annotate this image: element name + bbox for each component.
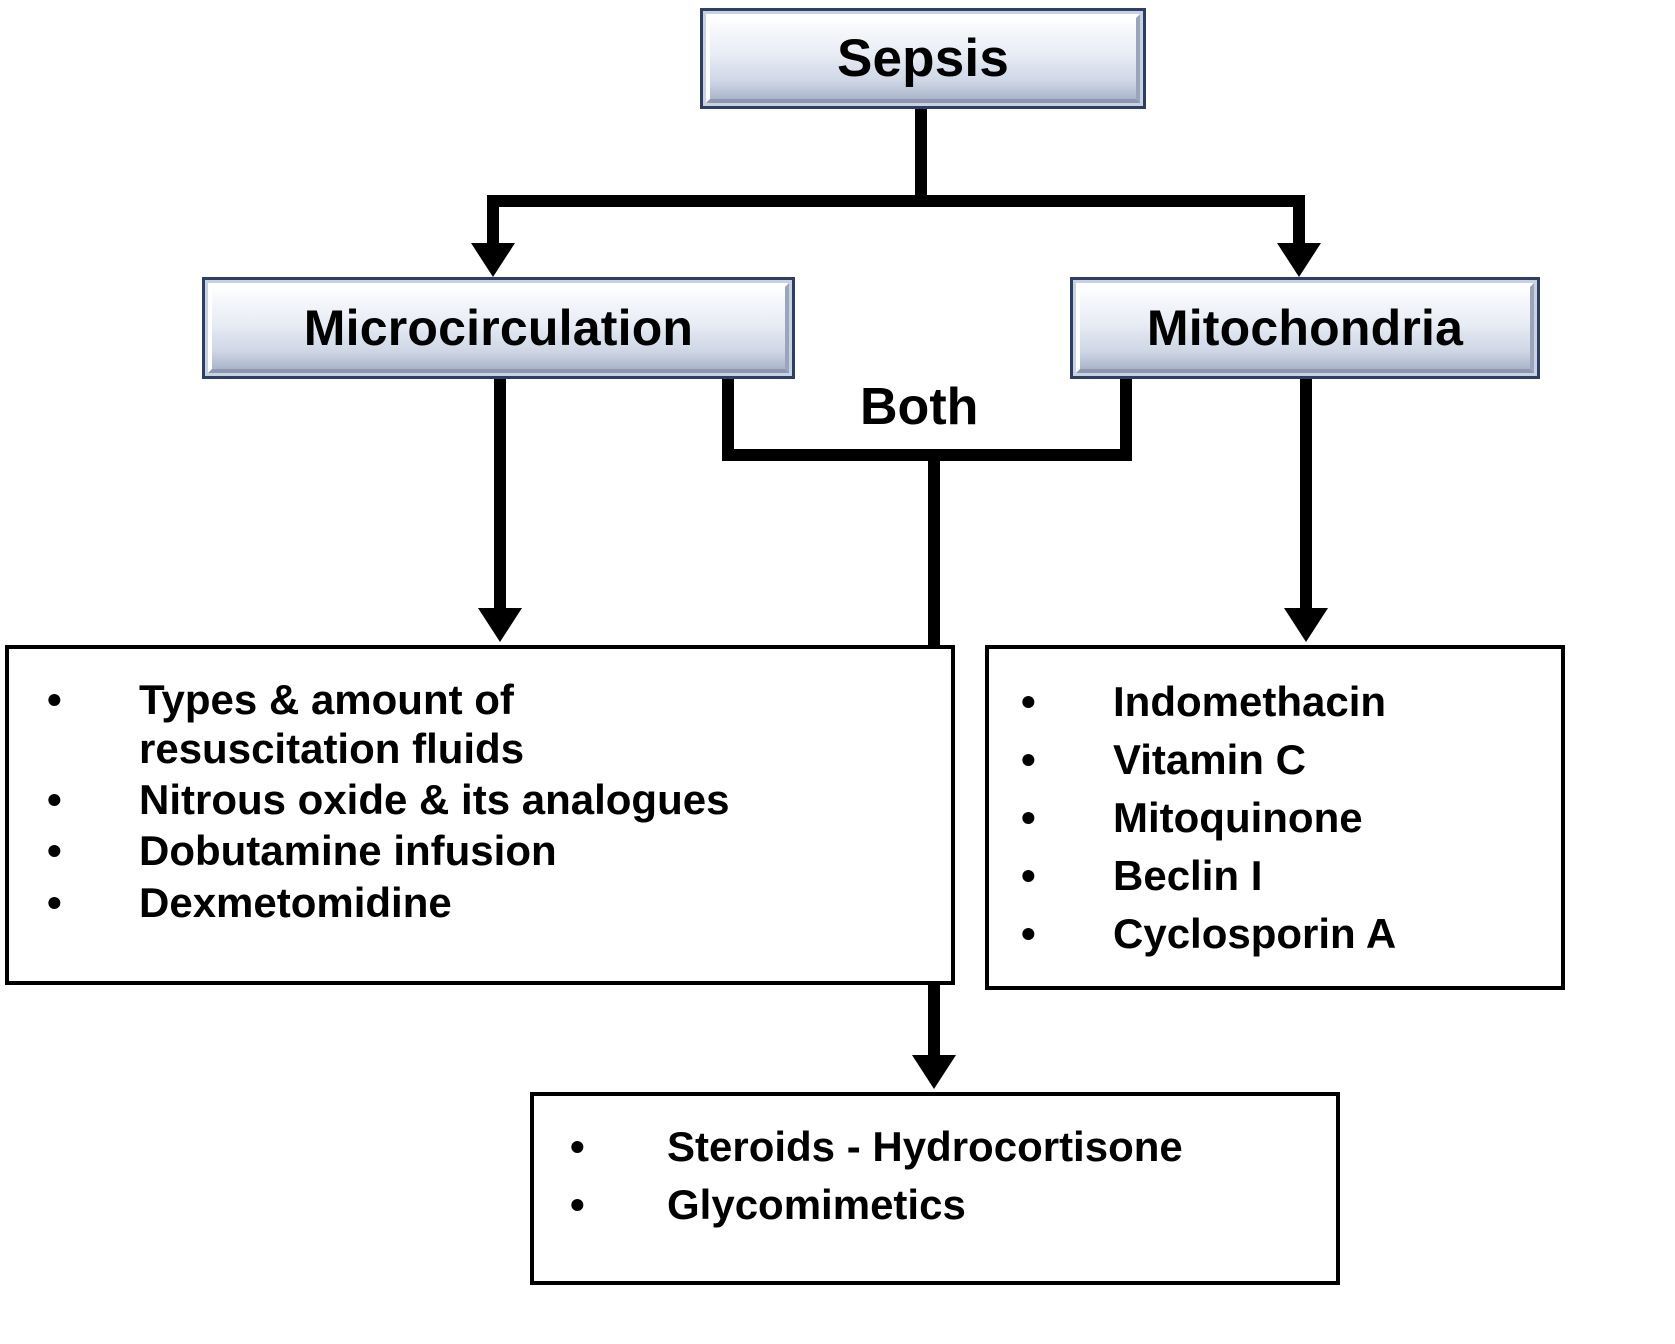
node-microcirculation[interactable]: Microcirculation	[202, 277, 795, 379]
connector-drop-left	[487, 195, 499, 246]
list-item: • Cyclosporin A	[1013, 905, 1551, 963]
bullet-icon: •	[47, 776, 62, 824]
bullet-icon: •	[570, 1123, 585, 1170]
connector-sepsis-trunk	[915, 109, 927, 201]
list-box-mitochondria: • Indomethacin • Vitamin C • Mitoquinone…	[985, 645, 1565, 990]
arrowhead-both-list	[912, 1055, 956, 1089]
list-item-label: Nitrous oxide & its analogues	[139, 776, 730, 824]
connector-split-bar	[487, 195, 1305, 207]
bullet-icon: •	[1021, 851, 1036, 899]
arrowhead-mitochondria	[1277, 243, 1321, 277]
list-item: • Dobutamine infusion	[39, 826, 933, 875]
list-item: • Nitrous oxide & its analogues	[39, 775, 933, 824]
node-microcirculation-bevel: Microcirculation	[208, 283, 789, 373]
list-item-label: Cyclosporin A	[1113, 909, 1397, 957]
list-item-label: Glycomimetics	[667, 1180, 966, 1228]
node-sepsis-label: Sepsis	[836, 29, 1010, 88]
bullet-icon: •	[570, 1180, 585, 1228]
connector-both-bar	[722, 449, 1132, 461]
list-item: • Beclin I	[1013, 847, 1551, 905]
bullet-icon: •	[1021, 735, 1036, 783]
list-mitochondria: • Indomethacin • Vitamin C • Mitoquinone…	[989, 649, 1561, 963]
connector-microcirculation-to-list	[494, 379, 506, 612]
node-sepsis[interactable]: Sepsis	[700, 8, 1146, 109]
node-sepsis-bevel: Sepsis	[706, 14, 1140, 103]
list-item: • Vitamin C	[1013, 731, 1551, 789]
connector-mitochondria-to-list	[1300, 379, 1312, 612]
list-item: • Dexmetomidine	[39, 878, 933, 927]
list-microcirculation: • Types & amount of resuscitation fluids…	[9, 649, 951, 927]
list-item-label: Mitoquinone	[1113, 793, 1363, 841]
connector-both-left-stub	[722, 379, 734, 461]
bullet-icon: •	[1021, 909, 1036, 957]
list-item-label: Dobutamine infusion	[139, 827, 557, 875]
bullet-icon: •	[1021, 678, 1036, 725]
arrowhead-microcirculation	[471, 243, 515, 277]
node-mitochondria-bevel: Mitochondria	[1076, 283, 1534, 373]
bullet-icon: •	[47, 676, 62, 723]
list-item-label: Dexmetomidine	[139, 878, 452, 926]
list-both: • Steroids - Hydrocortisone • Glycomimet…	[534, 1096, 1336, 1234]
node-mitochondria[interactable]: Mitochondria	[1070, 277, 1540, 379]
node-mitochondria-label: Mitochondria	[1146, 300, 1464, 356]
list-item-label: Indomethacin	[1113, 678, 1387, 725]
bullet-icon: •	[1021, 793, 1036, 841]
connector-drop-right	[1293, 195, 1305, 246]
list-item: • Indomethacin	[1013, 673, 1551, 731]
list-item: • Mitoquinone	[1013, 789, 1551, 847]
list-item: • Types & amount of resuscitation fluids	[39, 675, 933, 773]
junction-label-both: Both	[860, 378, 979, 436]
node-microcirculation-label: Microcirculation	[303, 300, 694, 356]
list-item: • Glycomimetics	[562, 1176, 1326, 1234]
list-box-microcirculation: • Types & amount of resuscitation fluids…	[5, 645, 955, 985]
connector-both-right-stub	[1120, 379, 1132, 461]
bullet-icon: •	[47, 878, 62, 926]
list-item-label: Types & amount of resuscitation fluids	[139, 676, 525, 773]
bullet-icon: •	[47, 827, 62, 875]
list-item-label: Beclin I	[1113, 851, 1263, 899]
arrowhead-mitochondria-list	[1284, 608, 1328, 642]
list-item: • Steroids - Hydrocortisone	[562, 1118, 1326, 1176]
list-item-label: Vitamin C	[1113, 735, 1306, 783]
list-item-label: Steroids - Hydrocortisone	[667, 1123, 1183, 1170]
list-box-both: • Steroids - Hydrocortisone • Glycomimet…	[530, 1092, 1340, 1285]
arrowhead-microcirculation-list	[478, 608, 522, 642]
